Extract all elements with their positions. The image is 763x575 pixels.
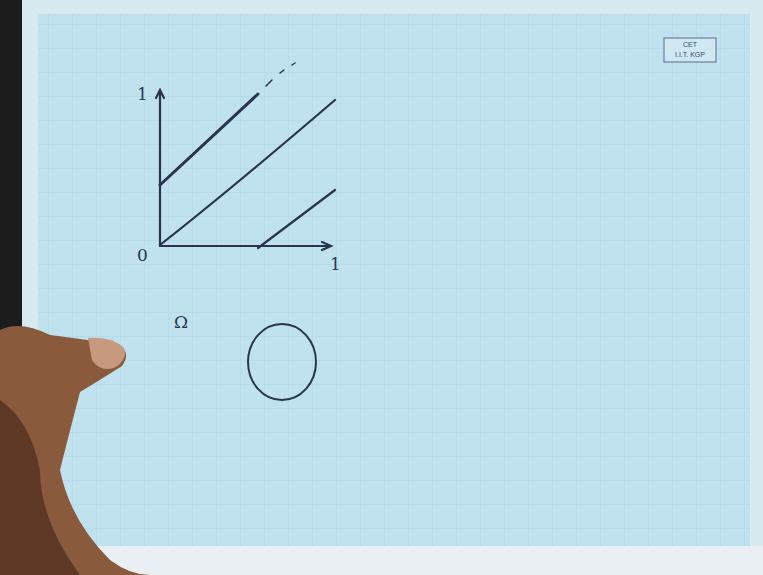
logo-text: CET <box>683 41 697 48</box>
origin-label: 0 <box>137 247 148 264</box>
logo-text: I.I.T. KGP <box>675 51 705 58</box>
ohm-symbol: Ω <box>174 314 188 331</box>
axis-tick-label: 1 <box>137 86 148 103</box>
axis-tick-label: 1 <box>330 256 341 273</box>
